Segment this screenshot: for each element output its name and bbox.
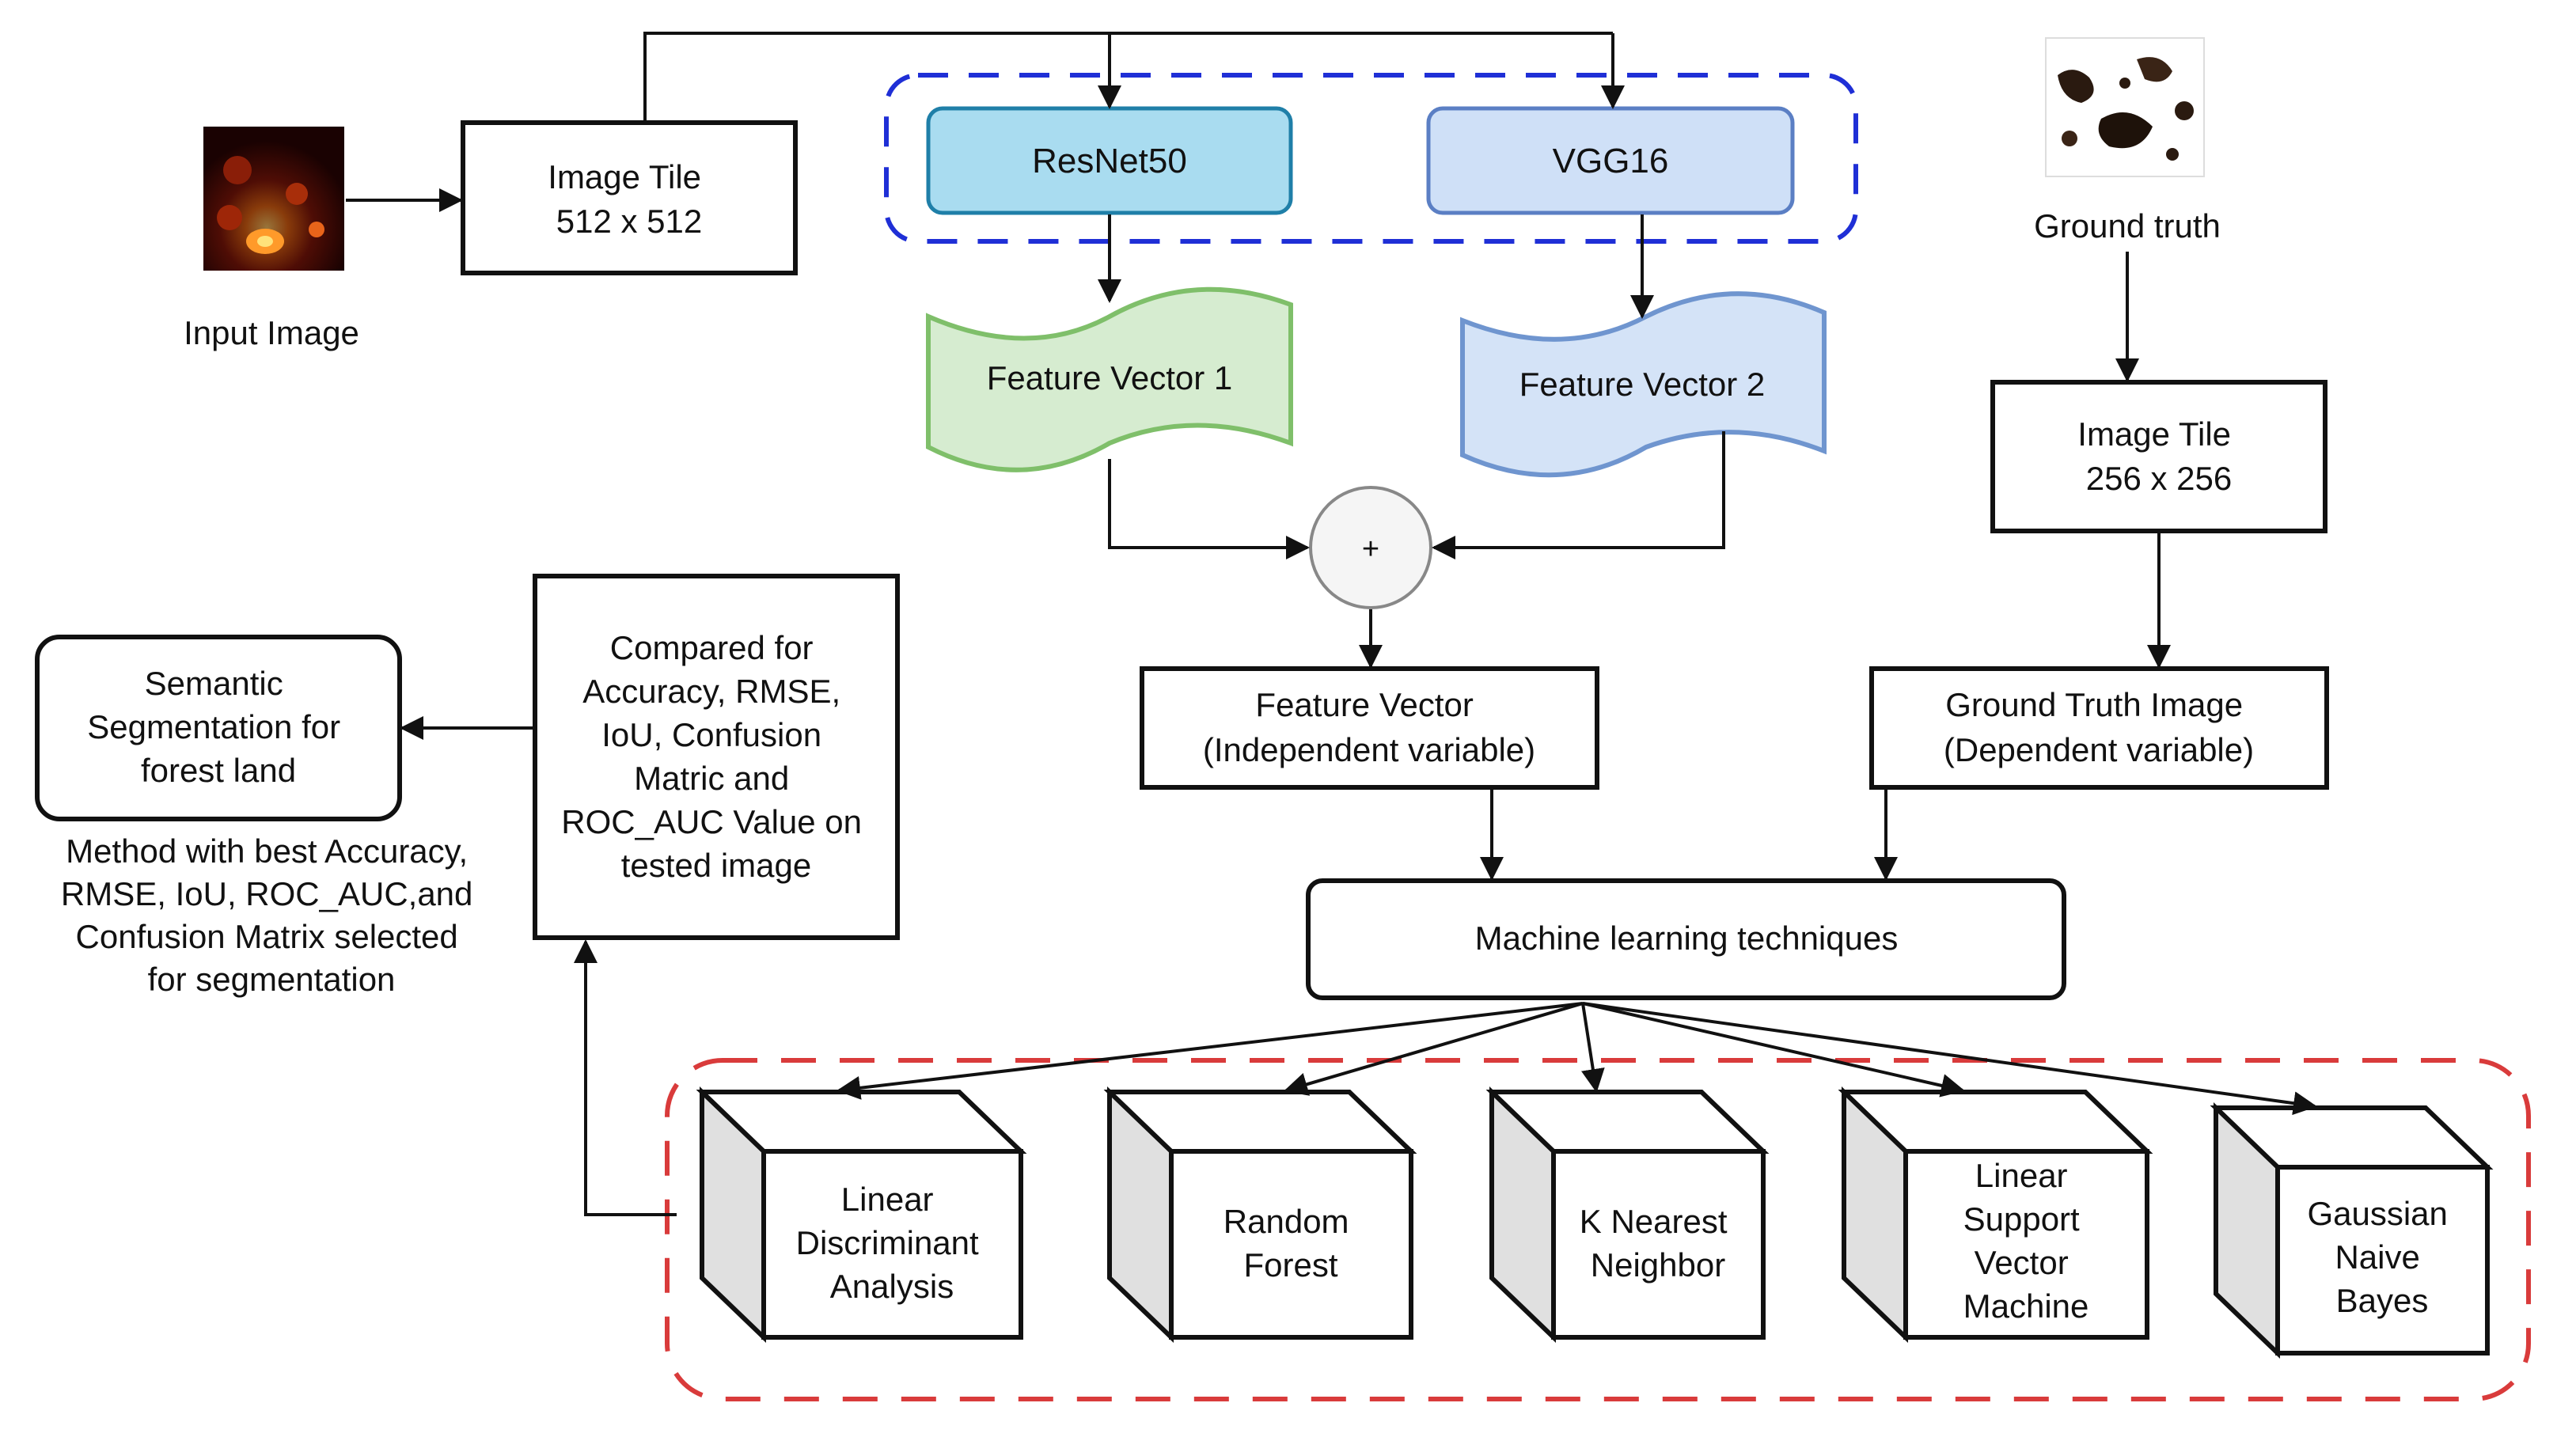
- selection-note: Method with best Accuracy, RMSE, IoU, RO…: [61, 832, 482, 998]
- concat-symbol: +: [1362, 533, 1379, 566]
- feature-vector-box: [1140, 666, 1599, 790]
- method-label-lda: Linear Discriminant Analysis: [796, 1181, 988, 1305]
- arrow-fv2-to-concat: [1432, 431, 1725, 559]
- ml-techniques-label: Machine learning techniques: [1475, 919, 1899, 957]
- feature-vector-1-label: Feature Vector 1: [987, 359, 1233, 396]
- connector-tile-bus: [643, 32, 1613, 121]
- feature-vector-2-shape: [1460, 291, 1827, 478]
- comparison-box: [533, 574, 900, 940]
- arrow-ml-to-lda: [837, 1002, 1584, 1100]
- arrow-ml-to-gaussian-nb: [1582, 1002, 2317, 1116]
- ground-truth-image-label: Ground Truth Image (Dependent variable): [1944, 686, 2254, 768]
- input-image-caption: Input Image: [184, 314, 359, 351]
- image-tile-512-label: Image Tile 512 x 512: [548, 158, 710, 240]
- image-tile-256-box: [1990, 380, 2327, 533]
- method-label-linear-svm: Linear Support Vector Machine: [1963, 1157, 2089, 1325]
- method-label-gaussian-nb: Gaussian Naive Bayes: [2307, 1195, 2456, 1319]
- method-cube-linear-svm: Linear Support Vector Machine: [1838, 1086, 2153, 1344]
- ground-truth-thumbnail: [2045, 37, 2205, 177]
- arrow-ml-to-random-forest: [1284, 1002, 1584, 1096]
- method-label-knn: K Nearest Neighbor: [1580, 1203, 1736, 1283]
- comparison-label: Compared for Accuracy, RMSE, IoU, Confus…: [561, 629, 871, 884]
- ground-truth-image-box: [1869, 666, 2329, 790]
- arrow-methods-to-comparison: [574, 939, 677, 1216]
- arrow-ml-to-linear-svm: [1582, 1002, 1965, 1098]
- image-tile-512-box: [461, 120, 798, 275]
- feature-vector-2-label: Feature Vector 2: [1519, 366, 1766, 403]
- resnet50-label: ResNet50: [1032, 142, 1187, 180]
- ml-techniques-box: [1306, 878, 2066, 1000]
- method-cube-lda: Linear Discriminant Analysis: [696, 1086, 1027, 1344]
- feature-vector-label: Feature Vector (Independent variable): [1203, 686, 1535, 768]
- arrow-fv1-to-concat: [1108, 459, 1310, 559]
- method-label-random-forest: Random Forest: [1223, 1203, 1358, 1283]
- arrow-ml-to-knn: [1581, 1003, 1605, 1093]
- method-cube-random-forest: Random Forest: [1103, 1086, 1417, 1344]
- concat-node: [1309, 486, 1432, 609]
- semantic-segmentation-label: Semantic Segmentation for forest land: [87, 665, 350, 789]
- ground-truth-caption: Ground truth: [2034, 207, 2221, 245]
- method-cube-gaussian-nb: Gaussian Naive Bayes: [2210, 1101, 2494, 1359]
- image-tile-256-label: Image Tile 256 x 256: [2077, 415, 2240, 497]
- vgg16-label: VGG16: [1553, 142, 1669, 180]
- method-cube-knn: K Nearest Neighbor: [1485, 1086, 1770, 1344]
- feature-vector-1-shape: [926, 286, 1293, 472]
- methods-group-dashed-box: [665, 1058, 2531, 1401]
- input-image-thumbnail: [203, 127, 344, 271]
